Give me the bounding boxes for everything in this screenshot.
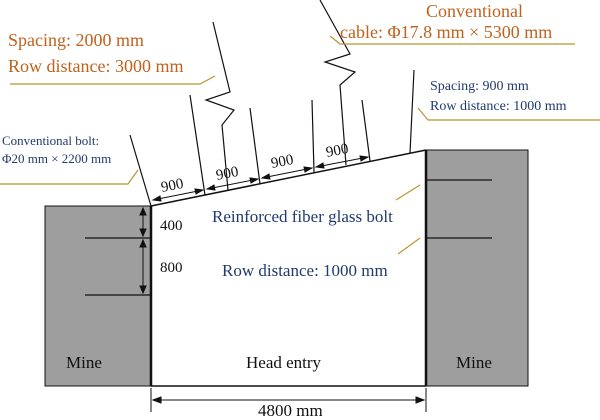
label-bolt-1: Conventional bolt:: [2, 133, 99, 148]
label-reinforced: Reinforced fiber glass bolt: [212, 207, 393, 226]
leader-lines: [0, 35, 600, 255]
roof-bolt-2: [189, 94, 206, 196]
label-head-entry: Head entry: [246, 353, 322, 372]
mine-block-right: [425, 149, 529, 387]
roof-bolt-3: [249, 107, 261, 185]
roof-spacing-dimension: [151, 155, 370, 202]
label-spacing-right: Spacing: 900 mm: [430, 79, 529, 94]
cable-left: [204, 21, 235, 191]
anchor-cables: [204, 0, 357, 191]
leader-reinforced: [395, 184, 421, 201]
cable-right: [319, 0, 357, 166]
width-dimension: [150, 388, 427, 412]
label-mine-right: Mine: [456, 353, 492, 372]
leader-row-mid: [397, 237, 421, 255]
label-cable-1: Conventional: [426, 1, 523, 21]
label-mine-left: Mine: [66, 353, 102, 372]
label-cable-2: cable: Φ17.8 mm × 5300 mm: [340, 22, 552, 42]
label-spacing-left: Spacing: 2000 mm: [8, 30, 144, 50]
left-wall-dimension: [139, 206, 147, 295]
leader-bolt: [0, 169, 139, 185]
mine-block-left: [44, 205, 152, 387]
label-top-900-1: 900: [160, 176, 185, 196]
label-row-mid: Row distance: 1000 mm: [222, 261, 388, 280]
roof-bolt-4: [311, 99, 315, 173]
roof-bolt-1: [129, 134, 152, 207]
roof-spacing-labels: 900 900 900 900: [160, 141, 350, 196]
roof-bolt-5: [361, 99, 371, 162]
leader-spacing-right: [417, 107, 600, 121]
label-bolt-2: Φ20 mm × 2200 mm: [2, 151, 111, 166]
label-top-900-4: 900: [325, 141, 350, 161]
label-dim-800: 800: [160, 260, 183, 276]
label-top-900-3: 900: [270, 152, 295, 172]
roof-bolts: [129, 69, 415, 207]
entry-roof: [150, 149, 427, 207]
label-dim-400: 400: [160, 218, 183, 234]
roof-bolt-6: [409, 69, 415, 154]
label-row-right: Row distance: 1000 mm: [430, 99, 567, 114]
label-row-left: Row distance: 3000 mm: [8, 56, 183, 76]
label-width: 4800 mm: [258, 401, 323, 420]
label-top-900-2: 900: [215, 164, 240, 184]
leader-cable: [329, 35, 575, 45]
leader-spacing-left: [10, 75, 216, 85]
